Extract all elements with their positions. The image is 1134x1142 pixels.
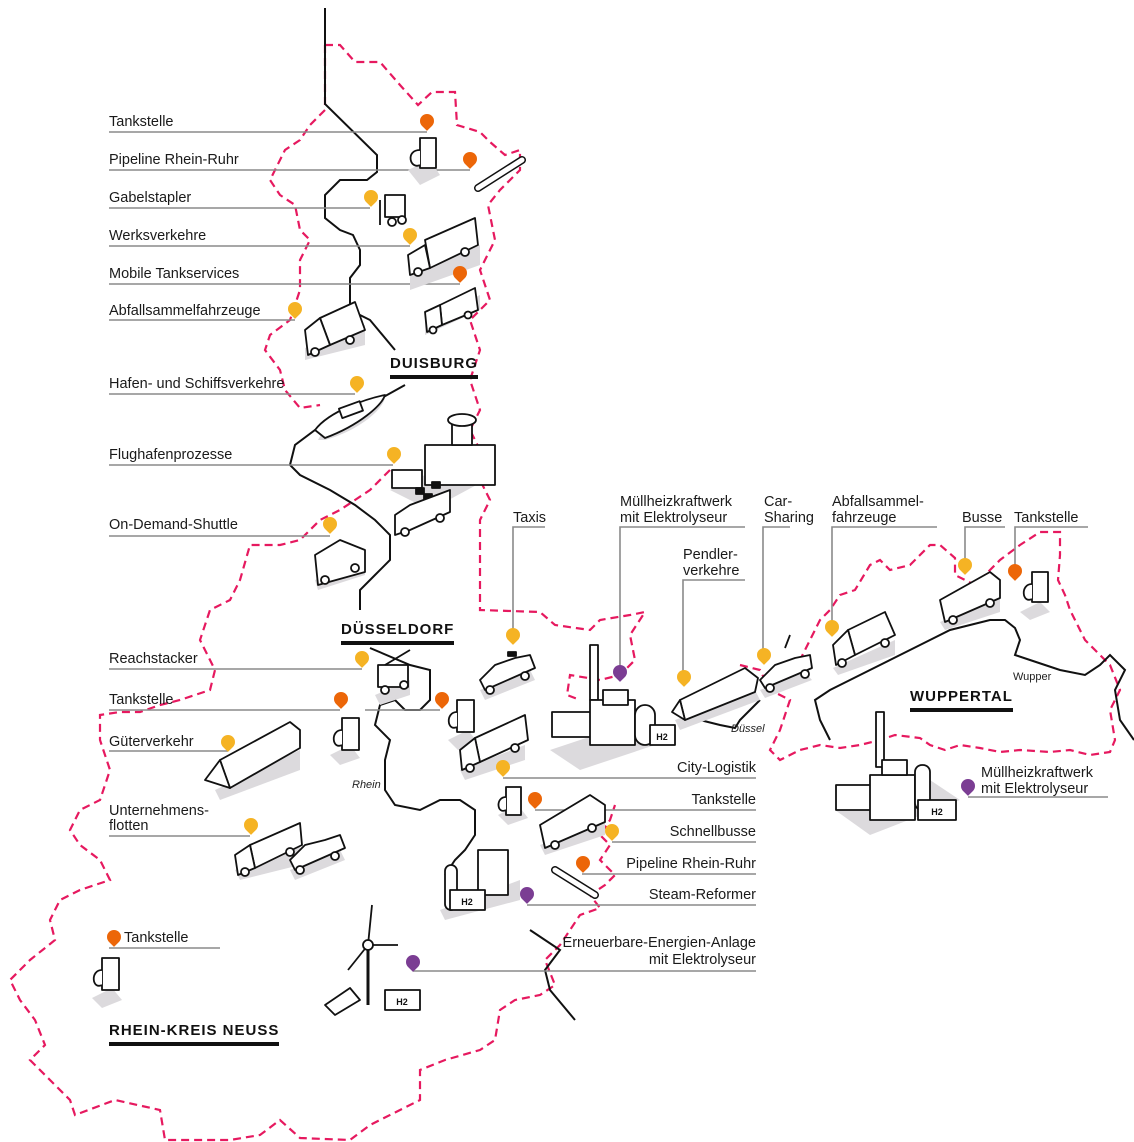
airport-icon xyxy=(390,413,496,537)
commuter-train-icon xyxy=(671,667,760,730)
truck-icon xyxy=(459,714,529,780)
svg-text:H2: H2 xyxy=(461,897,473,907)
shuttle-icon xyxy=(314,539,366,590)
label-ee-anlage-1: Erneuerbare-Energien-Anlage xyxy=(562,935,756,951)
leader-lines xyxy=(109,131,1108,972)
label-pendler-2: verkehre xyxy=(683,563,740,579)
fuel-pump-icon xyxy=(92,957,122,1008)
label-duisburg-tankstelle: Tankstelle xyxy=(109,114,174,130)
hydrogen-tank-icon: H2 xyxy=(384,989,421,1011)
label-carsharing-2: Sharing xyxy=(764,510,814,526)
bus-icon xyxy=(539,794,606,855)
label-gueterverkehr: Güterverkehr xyxy=(109,734,194,750)
label-mobile-tankservices: Mobile Tankservices xyxy=(109,266,240,282)
label-neuss-tankstelle: Tankstelle xyxy=(124,930,189,946)
svg-text:H2: H2 xyxy=(931,807,943,817)
truck-icon xyxy=(407,217,480,290)
label-carsharing-1: Car- xyxy=(764,494,793,510)
reachstacker-icon xyxy=(375,649,411,705)
car-icon xyxy=(759,634,813,698)
label-mhkw-dus-2: mit Elektrolyseur xyxy=(620,510,728,526)
svg-text:H2: H2 xyxy=(656,732,668,742)
svg-text:H2: H2 xyxy=(396,997,408,1007)
label-schnellbusse: Schnellbusse xyxy=(669,824,756,840)
ship-icon xyxy=(314,394,386,440)
label-mhkw-wup-2: mit Elektrolyseur xyxy=(981,781,1089,797)
garbage-truck-icon xyxy=(832,611,896,675)
city-label-duesseldorf: DÜSSELDORF xyxy=(341,621,455,645)
pipeline-icon xyxy=(551,866,599,899)
label-duisburg-abfall: Abfallsammelfahrzeuge xyxy=(109,303,261,319)
label-mhkw-dus-1: Müllheizkraftwerk xyxy=(620,494,732,510)
city-label-rhein-kreis-neuss: RHEIN-KREIS NEUSS xyxy=(109,1022,280,1046)
taxi-icon xyxy=(479,651,536,700)
label-wup-abfall-1: Abfallsammel- xyxy=(832,494,924,510)
label-pendler-1: Pendler- xyxy=(683,547,738,563)
forklift-icon xyxy=(379,194,407,227)
label-dus-tankstelle: Tankstelle xyxy=(109,692,174,708)
label-unternehmensflotten-2: flotten xyxy=(109,818,149,834)
label-hafen: Hafen- und Schiffsverkehre xyxy=(109,376,285,392)
wind-turbine-icon xyxy=(347,904,398,1005)
label-unternehmensflotten-1: Unternehmens- xyxy=(109,803,209,819)
label-ee-anlage-2: mit Elektrolyseur xyxy=(648,952,756,968)
label-taxis: Taxis xyxy=(513,510,547,526)
power-plant-icon: H2 xyxy=(835,711,960,835)
city-label-wuppertal: WUPPERTAL xyxy=(910,688,1013,712)
pipeline-icon xyxy=(474,156,526,192)
fuel-pump-icon xyxy=(408,137,440,185)
city-label-duisburg: DUISBURG xyxy=(390,355,479,379)
river-label-rhein: Rhein xyxy=(352,779,381,791)
illustrations: H2 H2 H2 H2 xyxy=(92,137,1050,1016)
label-gabelstapler: Gabelstapler xyxy=(109,190,192,206)
label-flughafen: Flughafenprozesse xyxy=(109,447,233,463)
fuel-pump-icon xyxy=(1020,571,1050,620)
river-label-duessel: Düssel xyxy=(731,723,765,735)
steam-reformer-icon: H2 xyxy=(440,849,520,920)
label-dus-tankstelle-2: Tankstelle xyxy=(691,792,756,808)
bus-icon xyxy=(939,571,1001,630)
train-icon xyxy=(204,721,301,800)
car-icon xyxy=(289,834,346,880)
power-plant-icon: H2 xyxy=(550,644,676,770)
label-dus-pipeline: Pipeline Rhein-Ruhr xyxy=(626,856,756,872)
label-shuttle: On-Demand-Shuttle xyxy=(109,517,238,533)
region-border xyxy=(8,43,1122,1142)
river-label-wupper: Wupper xyxy=(1013,671,1052,683)
label-busse: Busse xyxy=(962,510,1003,526)
fuel-pump-icon xyxy=(330,717,360,765)
label-reachstacker: Reachstacker xyxy=(109,651,198,667)
truck-icon xyxy=(234,822,303,880)
label-mhkw-wup-1: Müllheizkraftwerk xyxy=(981,765,1093,781)
label-wup-abfall-2: fahrzeuge xyxy=(832,510,897,526)
garbage-truck-icon xyxy=(304,301,366,360)
tank-truck-icon xyxy=(424,287,480,335)
label-city-logistik: City-Logistik xyxy=(677,760,756,776)
fuel-pump-icon xyxy=(497,786,528,825)
label-wup-tankstelle: Tankstelle xyxy=(1014,510,1079,526)
solar-panel-icon xyxy=(324,987,361,1016)
label-duisburg-pipeline: Pipeline Rhein-Ruhr xyxy=(109,152,239,168)
label-werksverkehre: Werksverkehre xyxy=(109,228,207,244)
label-steam-reformer: Steam-Reformer xyxy=(648,887,756,903)
